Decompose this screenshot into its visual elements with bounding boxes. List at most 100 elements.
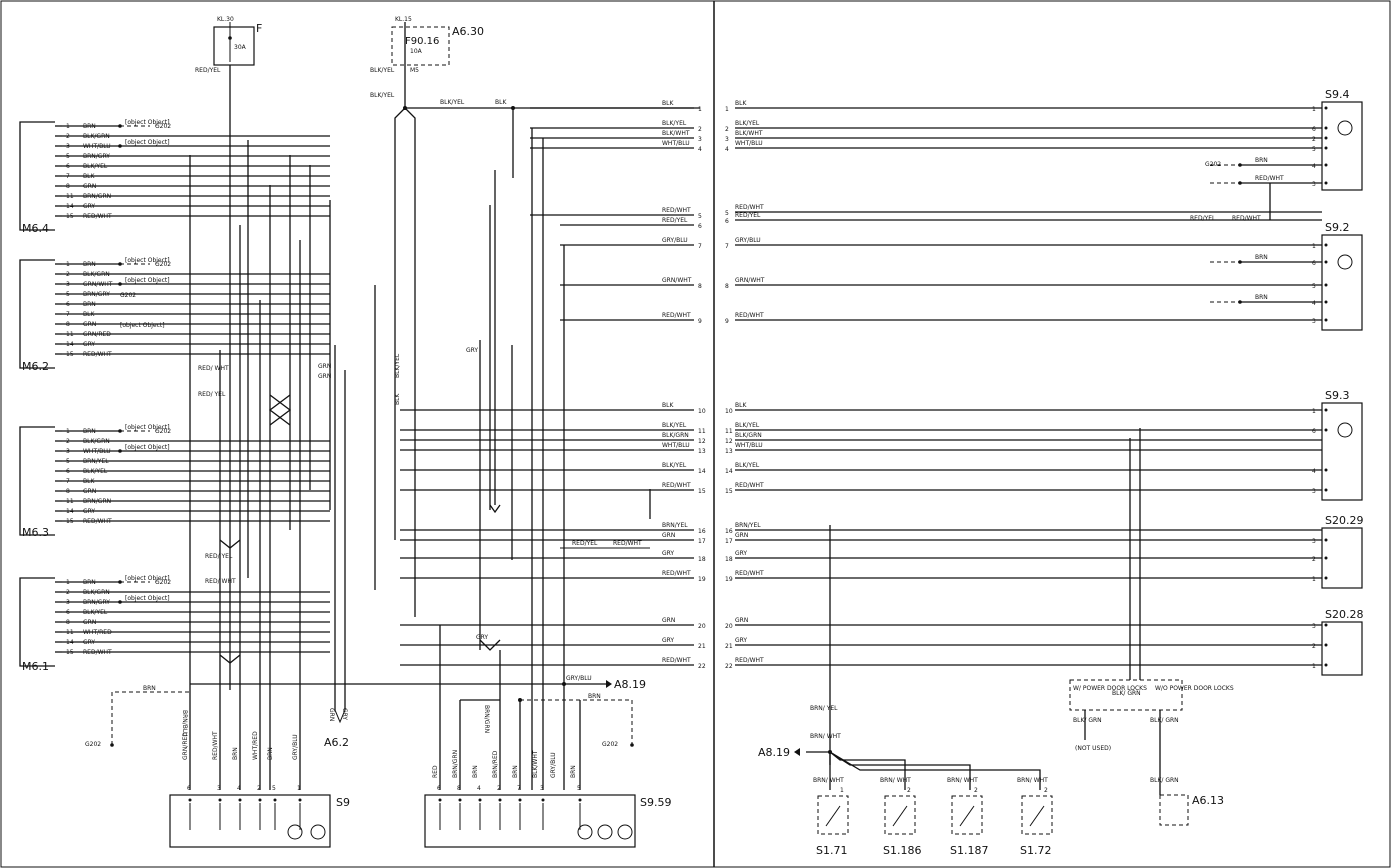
- mid-redyel-a: RED/ YEL: [198, 391, 226, 398]
- connector-name: M6.1: [22, 660, 49, 673]
- harness-pin-number: 4: [698, 146, 702, 153]
- right-wire-label: GRN: [735, 617, 748, 624]
- re-blkgrn-b: BLK/ GRN: [1073, 717, 1102, 724]
- s9-pin: 1: [297, 785, 301, 792]
- kl15-label: KL.15: [395, 16, 412, 23]
- right-wire-label: GRY/BLU: [735, 237, 761, 244]
- right-wire-label: BRN: [1255, 157, 1268, 164]
- connector-bracket: [19, 259, 55, 369]
- s959-wire: BRN/GRN: [452, 750, 459, 778]
- right-pin-number: 18: [725, 556, 733, 563]
- right-pin-number: 4: [725, 146, 729, 153]
- right-wire-label: RED/WHT: [735, 312, 764, 319]
- branch-label: [object Object]: [120, 322, 165, 329]
- harness-wire-label: BLK/YEL: [662, 120, 687, 127]
- s959-name: S9.59: [640, 796, 671, 809]
- right-pin-number: 12: [725, 438, 733, 445]
- right-wire-label: RED/WHT: [735, 657, 764, 664]
- door-switch-box: [884, 795, 916, 835]
- blkyel-label-2: BLK/YEL: [370, 92, 395, 99]
- right-pin-number: 5: [725, 210, 729, 217]
- lamp-icon: [617, 824, 633, 840]
- door-switch-wire: BRN/ WHT: [880, 777, 911, 784]
- harness-wire-label: GRN: [662, 617, 675, 624]
- harness-wire-label: BRN/YEL: [662, 522, 688, 529]
- harness-pin-number: 21: [698, 643, 706, 650]
- harness-wire-label: BLK/YEL: [662, 462, 687, 469]
- harness-pin-number: 12: [698, 438, 706, 445]
- right-wire-label: BLK/YEL: [735, 462, 760, 469]
- right-pin-number: 9: [725, 318, 729, 325]
- harness-wire-label: GRY: [662, 550, 674, 557]
- bl-gryblu: GRY/BLU: [566, 675, 592, 682]
- door-switch-wire: BRN/ WHT: [1017, 777, 1048, 784]
- bl-gry: GRY: [341, 708, 348, 720]
- connector-name: M6.3: [22, 526, 49, 539]
- door-switch-name: S1.187: [950, 844, 988, 857]
- harness-pin-number: 7: [698, 243, 702, 250]
- door-switch-box: [817, 795, 849, 835]
- re-blkgrn-d: BLK/ GRN: [1150, 777, 1179, 784]
- harness-wire-label: BLK/WHT: [662, 130, 690, 137]
- fuse-f-box: [213, 26, 255, 66]
- right-wire-label: BLK/YEL: [735, 422, 760, 429]
- branch-label: [object Object]: [125, 444, 170, 451]
- mid-redwht-c: RED/WHT: [613, 540, 642, 547]
- lamp-icon: [1337, 422, 1353, 438]
- harness-wire-label: RED/WHT: [662, 482, 691, 489]
- right-wire-label: RED/WHT: [735, 570, 764, 577]
- s959-pin: 2: [497, 785, 501, 792]
- lamp-icon: [287, 824, 303, 840]
- connector-bracket: [19, 426, 55, 536]
- right-extra: W/ POWER DOOR LOCKS W/O POWER DOOR LOCKS…: [758, 428, 1234, 857]
- s959-wire: BRN: [472, 765, 479, 778]
- switch-box: [1321, 402, 1363, 501]
- switch-pin: 4: [1312, 300, 1316, 307]
- harness-wire-label: BLK: [662, 402, 674, 409]
- right-section: S9.41BLK12BLK/YEL63BLK/WHT24WHT/BLU5BRN4…: [725, 88, 1363, 676]
- harness-pin-number: 18: [698, 556, 706, 563]
- fuse-f-amp: 30A: [234, 44, 247, 51]
- connector-bracket: [19, 121, 55, 231]
- s959-pin: 5: [577, 785, 581, 792]
- door-switch-pin: 1: [840, 787, 844, 794]
- right-pin-number: 3: [725, 136, 729, 143]
- harness-wire-label: WHT/BLU: [662, 140, 690, 147]
- mid-gry-b: GRY: [476, 634, 488, 641]
- s9-wire: BRN: [232, 747, 239, 760]
- harness-pin-number: 20: [698, 623, 706, 630]
- right-wire-label: GRN: [735, 532, 748, 539]
- harness-wire-label: GRN/WHT: [662, 277, 692, 284]
- s959-wire: BLK/WHT: [532, 750, 539, 778]
- right-wire-label: BRN: [1255, 254, 1268, 261]
- s959-wire: RED: [432, 765, 439, 778]
- re-blkgrn-c: BLK/ GRN: [1150, 717, 1179, 724]
- harness-wire-label: GRY: [662, 637, 674, 644]
- switch-pin: 4: [1312, 163, 1316, 170]
- m5-label: M5: [410, 67, 419, 74]
- right-pin-number: 15: [725, 488, 733, 495]
- switch-box: [1321, 234, 1363, 331]
- door-switch-name: S1.186: [883, 844, 921, 857]
- harness-pin-number: 3: [698, 136, 702, 143]
- right-wire-label: WHT/BLU: [735, 442, 763, 449]
- right-redwht-label: RED/WHT: [1232, 215, 1261, 222]
- right-pin-number: 10: [725, 408, 733, 415]
- harness-pin-number: 11: [698, 428, 706, 435]
- right-pin-number: 21: [725, 643, 733, 650]
- right-wire-label: GRY: [735, 637, 747, 644]
- connector-bracket: [19, 577, 55, 667]
- re-blkgrn-a: BLK/ GRN: [1112, 690, 1141, 697]
- s959-pin: 3: [540, 785, 544, 792]
- right-wire-label: BLK: [735, 402, 747, 409]
- branch-label: [object Object]: [125, 139, 170, 146]
- branch-label: [object Object]: [125, 257, 170, 264]
- switch-contact-icon: [825, 805, 841, 827]
- right-wire-label: RED/WHT: [735, 204, 764, 211]
- lamp-icon: [1337, 254, 1353, 270]
- s9-wire: GRN/RED: [182, 732, 189, 760]
- harness-wire-label: RED/WHT: [662, 657, 691, 664]
- door-switch-pin: 2: [907, 787, 911, 794]
